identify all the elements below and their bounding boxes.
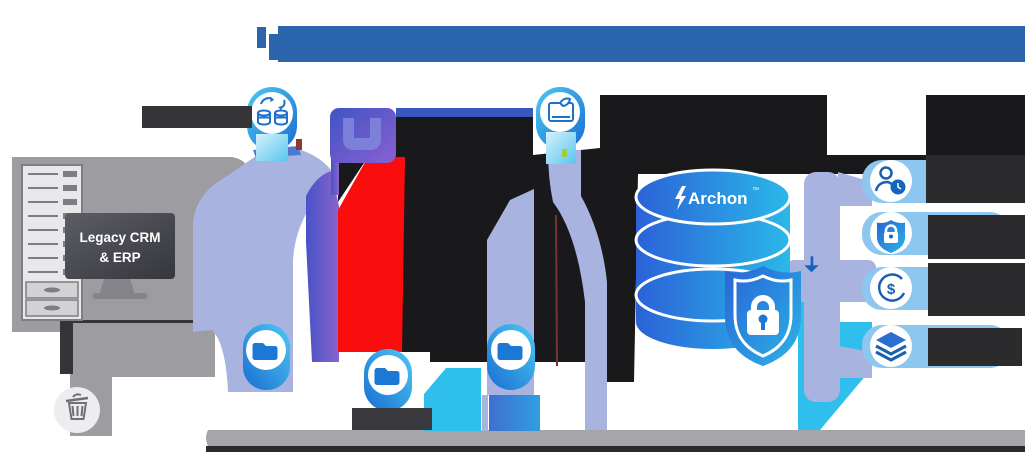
lock-icon [747, 295, 779, 335]
transform-box-icon [330, 108, 396, 163]
flow-band-blue-top [396, 108, 533, 117]
benefit-label-redaction-3 [928, 263, 1025, 316]
svg-text:$: $ [887, 281, 896, 298]
flow-band-periwinkle-c-tail [482, 395, 488, 431]
lightning-icon [675, 186, 686, 210]
gray-flow-cover [73, 323, 215, 377]
etl-databases-sync-icon [257, 96, 288, 126]
legacy-label-line1: Legacy CRM [79, 230, 160, 245]
archon-brand-text: Archon [688, 189, 748, 208]
flow-band-periwinkle-left [193, 149, 331, 392]
trash-badge [54, 387, 100, 433]
flow-band-periwinkle-d [548, 150, 607, 430]
security-shield-icon [725, 266, 801, 366]
extract-label-redaction [142, 106, 252, 128]
bottom-dark-strip [206, 446, 1025, 452]
archon-logo: Archon ™ [675, 186, 759, 210]
folder-pin-3 [487, 324, 535, 390]
flow-band-cyan-center [424, 368, 481, 431]
title-redaction-bar [257, 26, 1025, 62]
red-flow-arrow [338, 157, 405, 352]
flow-band-purple [306, 171, 339, 362]
trash-icon [65, 393, 89, 420]
benefits-bracket [786, 172, 876, 402]
legacy-monitor: Legacy CRM & ERP [65, 213, 175, 299]
etl-step-pin [247, 87, 302, 161]
benefit-label-redaction-2 [928, 215, 1025, 259]
ai-label-redaction [352, 408, 432, 430]
legacy-label-line2: & ERP [99, 250, 140, 265]
benefit-icon-cost-reduction: $ [804, 256, 912, 309]
benefit-icon-shield-lock [870, 212, 912, 254]
folder-pin-1 [243, 324, 290, 390]
folder-pin-2 [364, 349, 412, 411]
benefit-label-redaction-1 [926, 155, 1025, 203]
benefit-icon-layers [870, 325, 912, 367]
archon-trademark: ™ [752, 187, 759, 194]
benefit-icon-user-clock [870, 160, 912, 202]
document-validate-icon [548, 97, 574, 122]
bottom-gray-band [206, 430, 1025, 452]
benefit-label-redaction-4 [928, 328, 1022, 366]
monitor-stand [99, 279, 135, 295]
validate-step-pin [536, 87, 585, 164]
flow-band-blue-bottom [489, 395, 540, 431]
flow-line-dark-red [555, 214, 558, 367]
